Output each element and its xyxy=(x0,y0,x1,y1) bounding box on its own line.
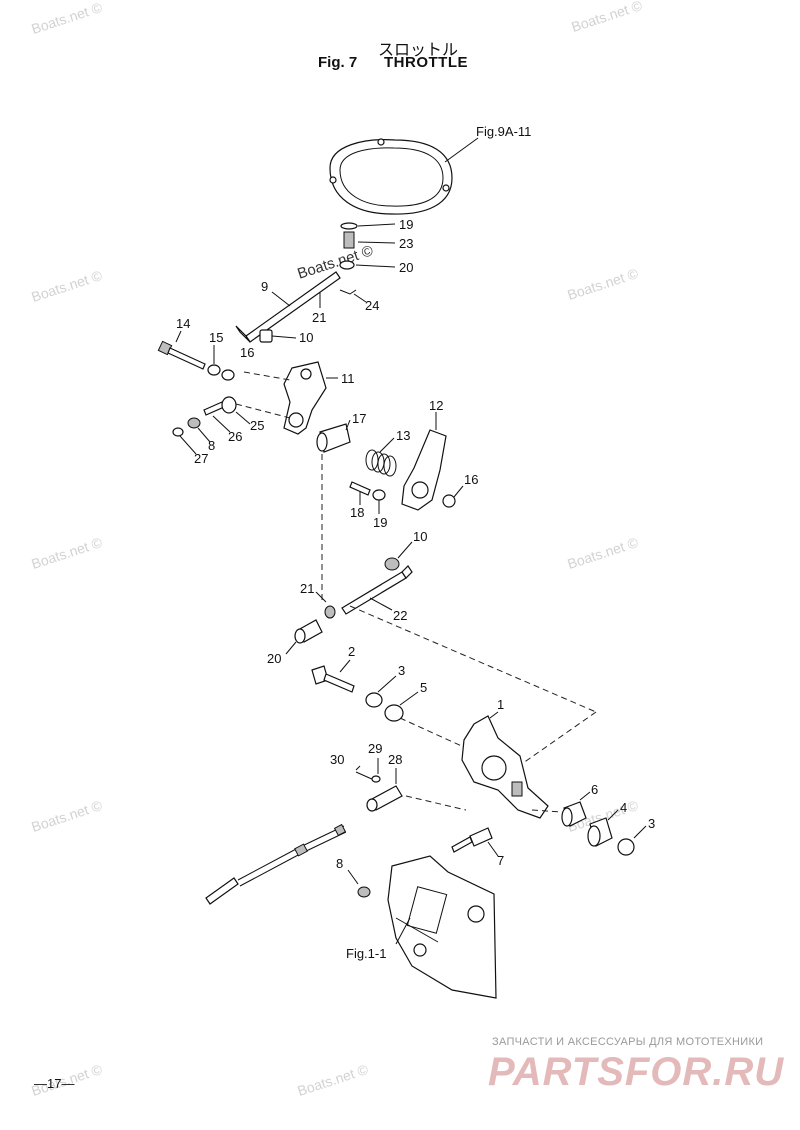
callout-10: 10 xyxy=(299,330,313,345)
callout-28: 28 xyxy=(388,752,402,767)
brand-logo: PARTSFOR.RU xyxy=(488,1050,785,1094)
bracket-part xyxy=(461,715,549,819)
callout-19: 19 xyxy=(399,217,413,232)
figure-title: THROTTLE xyxy=(384,54,468,71)
callout-2: 2 xyxy=(348,644,355,659)
callout-8: 8 xyxy=(208,438,215,453)
callout-20: 20 xyxy=(267,651,281,666)
callout-22: 22 xyxy=(393,608,407,623)
page-number: —17— xyxy=(34,1076,75,1091)
title-japanese: スロットル xyxy=(378,42,459,59)
throttle-lever-part xyxy=(283,361,327,435)
engine-block-part xyxy=(387,855,497,999)
throttle-cable-part xyxy=(205,823,347,905)
callout-8: 8 xyxy=(336,856,343,871)
callout-5: 5 xyxy=(420,680,427,695)
ref-fig-9a-11: Fig.9A-11 xyxy=(476,124,531,139)
callout-1: 1 xyxy=(497,697,504,712)
callout-30: 30 xyxy=(330,752,344,767)
figure-number: Fig. 7 xyxy=(318,54,358,71)
callout-4: 4 xyxy=(620,800,627,815)
callout-27: 27 xyxy=(194,451,208,466)
callout-18: 18 xyxy=(350,505,364,520)
callout-25: 25 xyxy=(250,418,264,433)
callout-3: 3 xyxy=(648,816,655,831)
callout-21: 21 xyxy=(312,310,326,325)
callout-20: 20 xyxy=(399,260,413,275)
bolt-part xyxy=(157,340,235,381)
callout-9: 9 xyxy=(261,279,268,294)
callout-29: 29 xyxy=(368,741,382,756)
callout-14: 14 xyxy=(176,316,190,331)
spring-part xyxy=(365,449,397,477)
callout-13: 13 xyxy=(396,428,410,443)
callout-23: 23 xyxy=(399,236,413,251)
callout-10: 10 xyxy=(413,529,427,544)
callout-21: 21 xyxy=(300,581,314,596)
callout-24: 24 xyxy=(365,298,379,313)
callout-26: 26 xyxy=(228,429,242,444)
callout-19: 19 xyxy=(373,515,387,530)
callout-16: 16 xyxy=(464,472,478,487)
callout-7: 7 xyxy=(497,853,504,868)
brand-tagline: ЗАПЧАСТИ И АКСЕССУАРЫ ДЛЯ МОТОТЕХНИКИ xyxy=(492,1036,764,1048)
callout-3: 3 xyxy=(398,663,405,678)
callout-17: 17 xyxy=(352,411,366,426)
callout-16: 16 xyxy=(240,345,254,360)
rod-part xyxy=(341,557,413,615)
bolt-part xyxy=(311,665,404,722)
callout-12: 12 xyxy=(429,398,443,413)
throttle-arm-part xyxy=(401,429,447,511)
pin-stack-part xyxy=(339,222,358,270)
ref-fig-1-1: Fig.1-1 xyxy=(346,946,386,961)
callout-11: 11 xyxy=(341,371,355,386)
callout-15: 15 xyxy=(209,330,223,345)
gasket-part xyxy=(329,138,453,215)
callout-6: 6 xyxy=(591,782,598,797)
